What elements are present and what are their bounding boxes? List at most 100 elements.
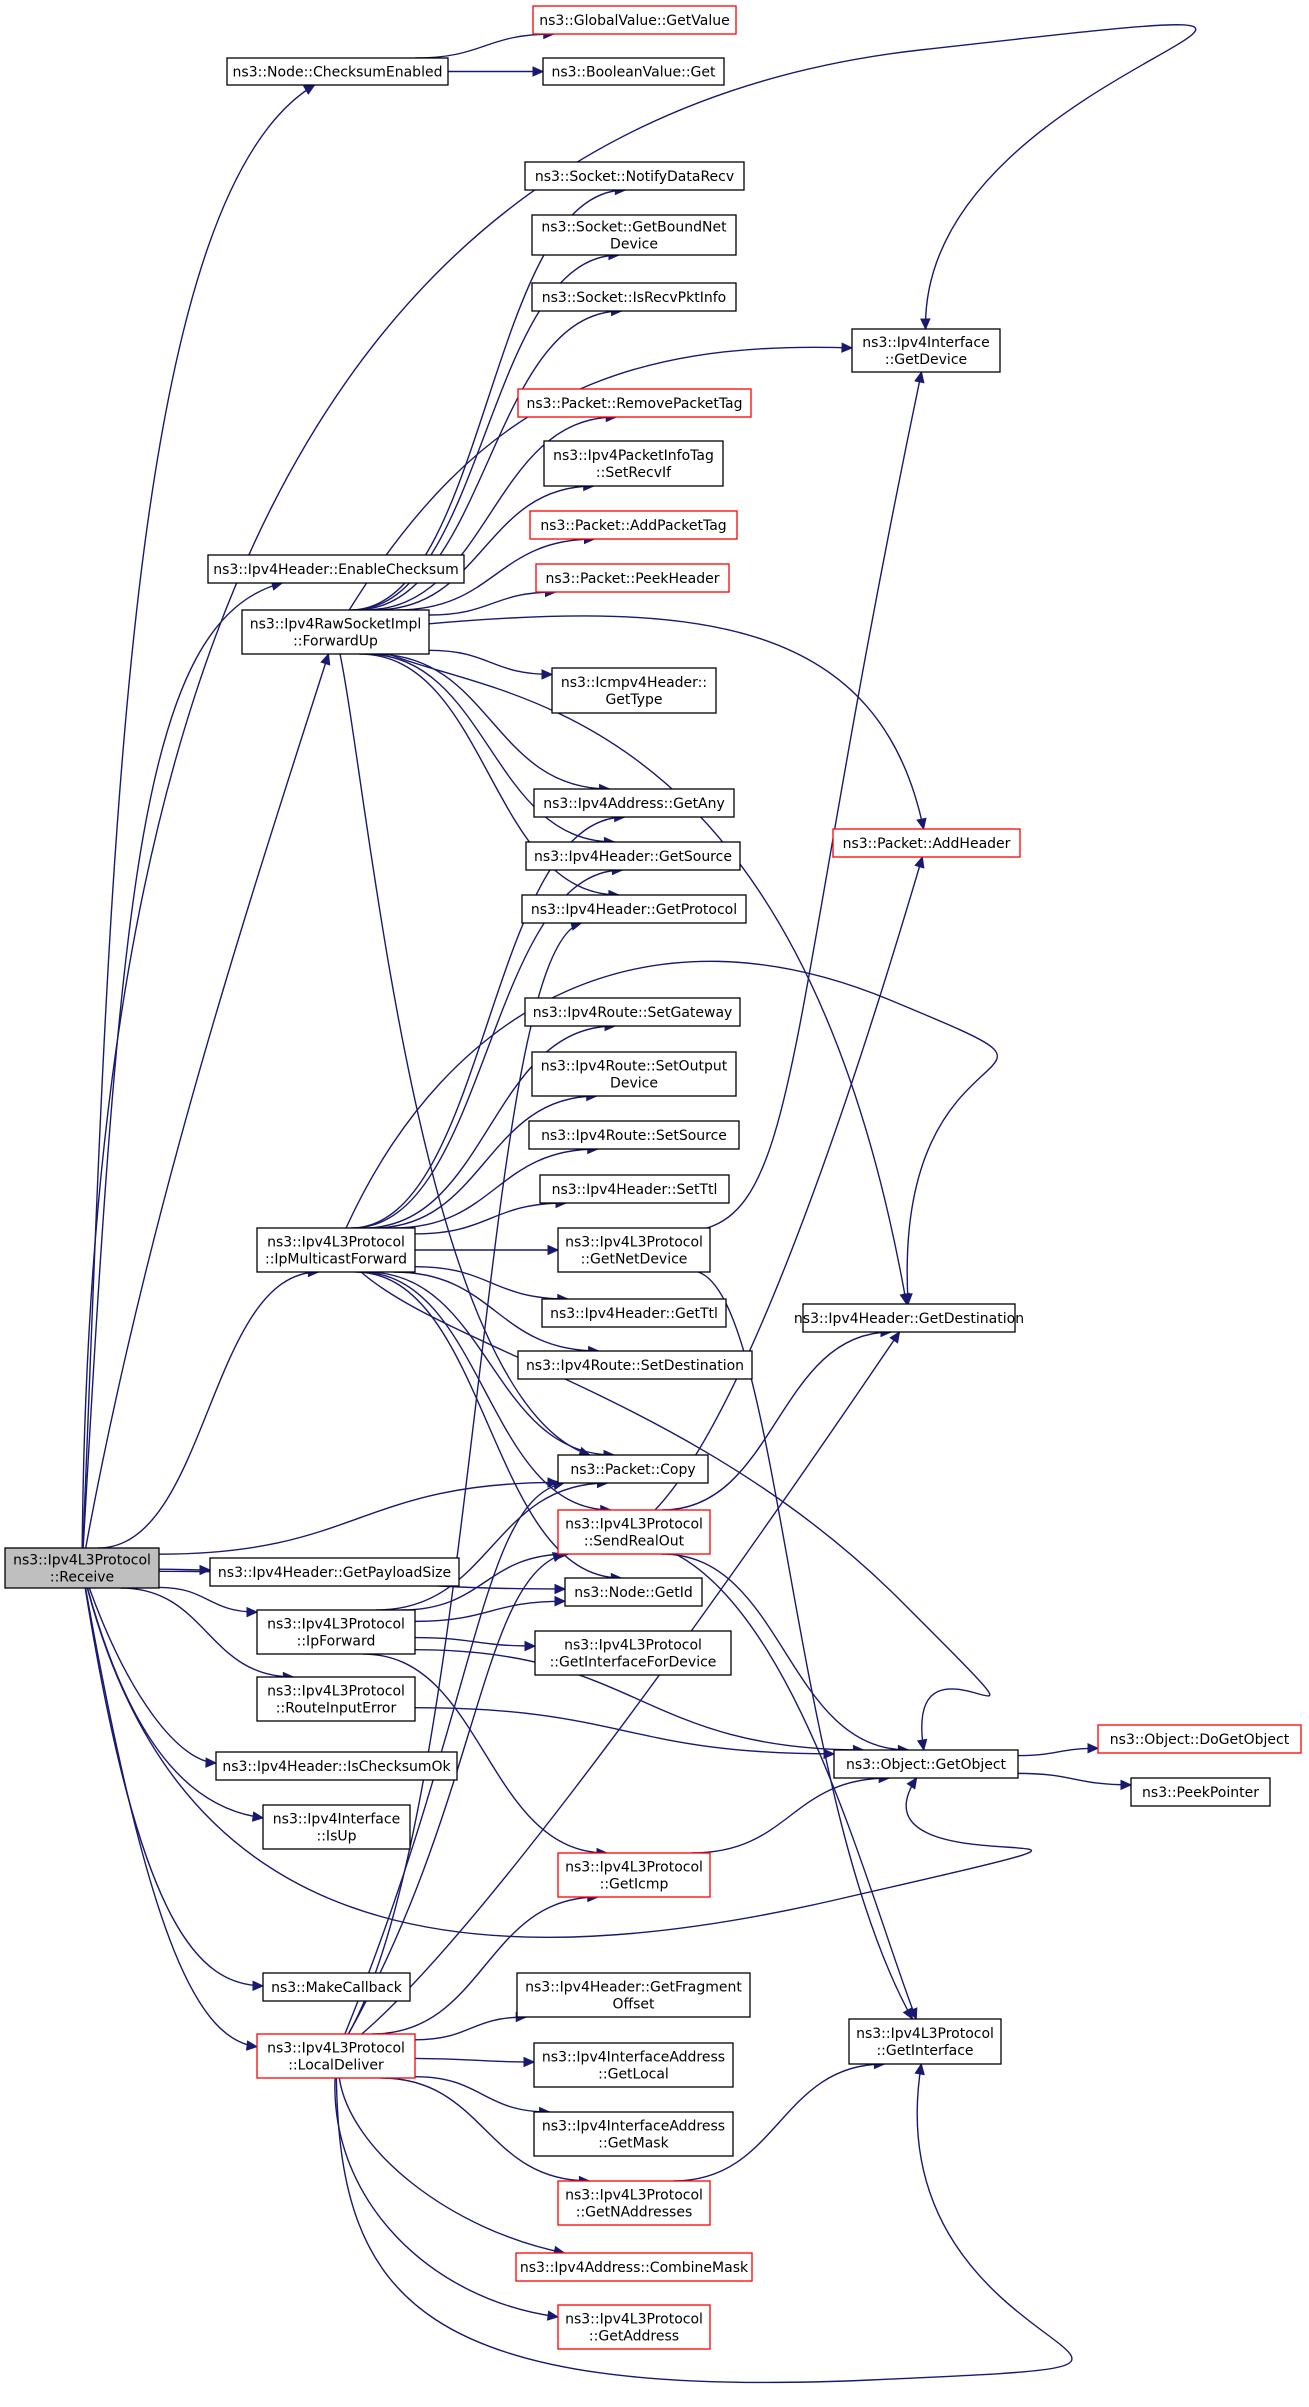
node-sendrealout[interactable]: ns3::Ipv4L3Protocol::SendRealOut	[557, 1509, 711, 1555]
node-box	[833, 1749, 1019, 1779]
node-box	[557, 1454, 709, 1484]
node-ipforward[interactable]: ns3::Ipv4L3Protocol::IpForward	[256, 1609, 416, 1655]
node-getinterfacefordevice[interactable]: ns3::Ipv4L3Protocol::GetInterfaceForDevi…	[534, 1630, 732, 1676]
node-ipv4packetinfotag-setrecvif[interactable]: ns3::Ipv4PacketInfoTag::SetRecvIf	[543, 440, 724, 487]
node-label: Device	[610, 1076, 658, 1092]
node-ipv4interface-getdevice[interactable]: ns3::Ipv4Interface::GetDevice	[851, 328, 1001, 373]
node-box	[262, 1804, 411, 1850]
node-box	[517, 388, 752, 418]
node-booleanvalue-get[interactable]: ns3::BooleanValue::Get	[542, 57, 725, 86]
edge-receive-to-ipv4interface-isup	[86, 1587, 264, 1819]
node-rawsocket-forwardup[interactable]: ns3::Ipv4RawSocketImpl::ForwardUp	[241, 609, 430, 655]
node-ipv4header-ischecksumok[interactable]: ns3::Ipv4Header::IsChecksumOk	[215, 1751, 458, 1781]
node-localdeliver[interactable]: ns3::Ipv4L3Protocol::LocalDeliver	[256, 2033, 416, 2079]
node-box	[515, 2252, 753, 2282]
node-box	[215, 1751, 458, 1781]
edge-ipmulticastforward-to-sendrealout	[359, 1271, 611, 1511]
node-box	[848, 2018, 1002, 2065]
node-route-setgateway[interactable]: ns3::Ipv4Route::SetGateway	[524, 997, 741, 1027]
node-receive[interactable]: ns3::Ipv4L3Protocol::Receive	[4, 1547, 160, 1589]
node-box	[533, 2111, 734, 2157]
node-box	[533, 788, 735, 818]
node-box	[241, 609, 430, 655]
node-makecallback[interactable]: ns3::MakeCallback	[262, 1972, 411, 2002]
node-ipv4header-getttl[interactable]: ns3::Ipv4Header::GetTtl	[541, 1298, 727, 1328]
node-label: ns3::Ipv4L3Protocol	[565, 2312, 703, 2328]
edge-ipmulticastforward-to-route-setsource	[393, 1148, 598, 1229]
node-ipmulticastforward[interactable]: ns3::Ipv4L3Protocol::IpMulticastForward	[256, 1227, 416, 1273]
node-ipv4header-getsource[interactable]: ns3::Ipv4Header::GetSource	[525, 841, 741, 871]
node-ipv4address-combinemask[interactable]: ns3::Ipv4Address::CombineMask	[515, 2252, 753, 2282]
edge-receive-to-ipforward-arrowhead	[246, 1606, 259, 1618]
node-box	[533, 2042, 734, 2088]
edge-localdeliver-to-getinterface-arrowhead	[914, 2062, 925, 2076]
node-getinterface[interactable]: ns3::Ipv4L3Protocol::GetInterface	[848, 2018, 1002, 2065]
node-packet-addheader[interactable]: ns3::Packet::AddHeader	[832, 828, 1021, 858]
node-label: ns3::Ipv4PacketInfoTag	[553, 448, 714, 464]
node-globalvalue-getvalue[interactable]: ns3::GlobalValue::GetValue	[532, 5, 737, 35]
node-peekpointer[interactable]: ns3::PeekPointer	[1130, 1777, 1271, 1807]
node-route-setdestination[interactable]: ns3::Ipv4Route::SetDestination	[517, 1350, 753, 1380]
node-object-dogetobject[interactable]: ns3::Object::DoGetObject	[1097, 1724, 1302, 1754]
edge-rawsocket-forwardup-to-icmpv4header-gettype-arrowhead	[541, 669, 554, 680]
edge-receive-to-ipv4interface-isup-arrowhead	[251, 1811, 265, 1822]
node-geticmp[interactable]: ns3::Ipv4L3Protocol::GetIcmp	[557, 1852, 711, 1898]
node-getnaddresses[interactable]: ns3::Ipv4L3Protocol::GetNAddresses	[557, 2180, 711, 2226]
node-box	[525, 841, 741, 871]
node-ipv4header-getprotocol[interactable]: ns3::Ipv4Header::GetProtocol	[521, 894, 747, 924]
edge-rawsocket-forwardup-to-ipv4packetinfotag-setrecvif	[374, 485, 594, 611]
function-nodes: ns3::Ipv4L3Protocol::Receive ns3::Node::C…	[4, 5, 1302, 2350]
node-socket-notifydatarecv[interactable]: ns3::Socket::NotifyDataRecv	[524, 161, 745, 191]
node-label: ::GetLocal	[598, 2067, 669, 2083]
node-ipv4interface-isup[interactable]: ns3::Ipv4Interface::IsUp	[262, 1804, 411, 1850]
node-label: ::GetNetDevice	[581, 1252, 688, 1268]
node-box	[531, 282, 737, 312]
node-box	[256, 2033, 416, 2079]
node-label: ns3::Ipv4L3Protocol	[565, 2188, 703, 2204]
edge-receive-to-rawsocket-forwardup-arrowhead	[320, 652, 331, 666]
node-label: ns3::Ipv4Address::GetAny	[543, 796, 725, 812]
node-object-getobject[interactable]: ns3::Object::GetObject	[833, 1749, 1019, 1779]
node-packet-peekheader[interactable]: ns3::Packet::PeekHeader	[535, 563, 730, 593]
node-ipv4header-enablechecksum[interactable]: ns3::Ipv4Header::EnableChecksum	[207, 554, 465, 584]
node-getnetdevice[interactable]: ns3::Ipv4L3Protocol::GetNetDevice	[557, 1227, 711, 1273]
node-box	[541, 1298, 727, 1328]
edge-rawsocket-forwardup-to-packet-addheader-arrowhead	[916, 817, 927, 831]
node-route-setsource[interactable]: ns3::Ipv4Route::SetSource	[528, 1120, 740, 1150]
edge-receive-to-ipv4header-enablechecksum	[82, 582, 283, 1549]
node-interfaceaddress-getlocal[interactable]: ns3::Ipv4InterfaceAddress::GetLocal	[533, 2042, 734, 2088]
node-packet-removepackettag[interactable]: ns3::Packet::RemovePacketTag	[517, 388, 752, 418]
node-checksum-enabled[interactable]: ns3::Node::ChecksumEnabled	[226, 57, 449, 86]
edge-ipforward-to-sendrealout	[401, 1553, 569, 1611]
node-ipv4header-getpayloadsize[interactable]: ns3::Ipv4Header::GetPayloadSize	[209, 1557, 460, 1587]
node-interfaceaddress-getmask[interactable]: ns3::Ipv4InterfaceAddress::GetMask	[533, 2111, 734, 2157]
node-label: ns3::Ipv4Header::GetSource	[534, 849, 732, 865]
node-box	[557, 2180, 711, 2226]
edge-receive-to-checksum-enabled-arrowhead	[302, 84, 316, 95]
edge-localdeliver-to-ipv4header-getprotocol	[347, 922, 582, 2035]
node-packet-copy[interactable]: ns3::Packet::Copy	[557, 1454, 709, 1484]
node-label: ns3::Ipv4Header::SetTtl	[552, 1182, 718, 1198]
node-label: ::RouteInputError	[276, 1701, 397, 1717]
node-box	[516, 1972, 751, 2018]
node-label: ns3::Ipv4L3Protocol	[267, 2041, 405, 2057]
edge-receive-to-ipforward	[158, 1586, 258, 1613]
node-icmpv4header-gettype[interactable]: ns3::Icmpv4Header::GetType	[551, 667, 717, 714]
node-box	[832, 828, 1021, 858]
node-node-getid[interactable]: ns3::Node::GetId	[564, 1577, 703, 1607]
node-getaddress[interactable]: ns3::Ipv4L3Protocol::GetAddress	[557, 2304, 711, 2350]
node-label: GetType	[605, 692, 662, 708]
node-ipv4header-getdestination[interactable]: ns3::Ipv4Header::GetDestination	[794, 1303, 1024, 1333]
edge-ipmulticastforward-to-ipv4header-getdestination	[345, 960, 999, 1305]
node-ipv4header-setttl[interactable]: ns3::Ipv4Header::SetTtl	[539, 1174, 730, 1204]
node-label: ns3::BooleanValue::Get	[551, 65, 716, 81]
edge-sendrealout-to-getinterface	[675, 1553, 917, 2020]
node-packet-addpackettag[interactable]: ns3::Packet::AddPacketTag	[529, 510, 738, 540]
node-routeinputerror[interactable]: ns3::Ipv4L3Protocol::RouteInputError	[256, 1676, 416, 1722]
node-label: ns3::Ipv4L3Protocol	[564, 1638, 702, 1654]
node-socket-isrecvpktinfo[interactable]: ns3::Socket::IsRecvPktInfo	[531, 282, 737, 312]
node-ipv4address-getany[interactable]: ns3::Ipv4Address::GetAny	[533, 788, 735, 818]
